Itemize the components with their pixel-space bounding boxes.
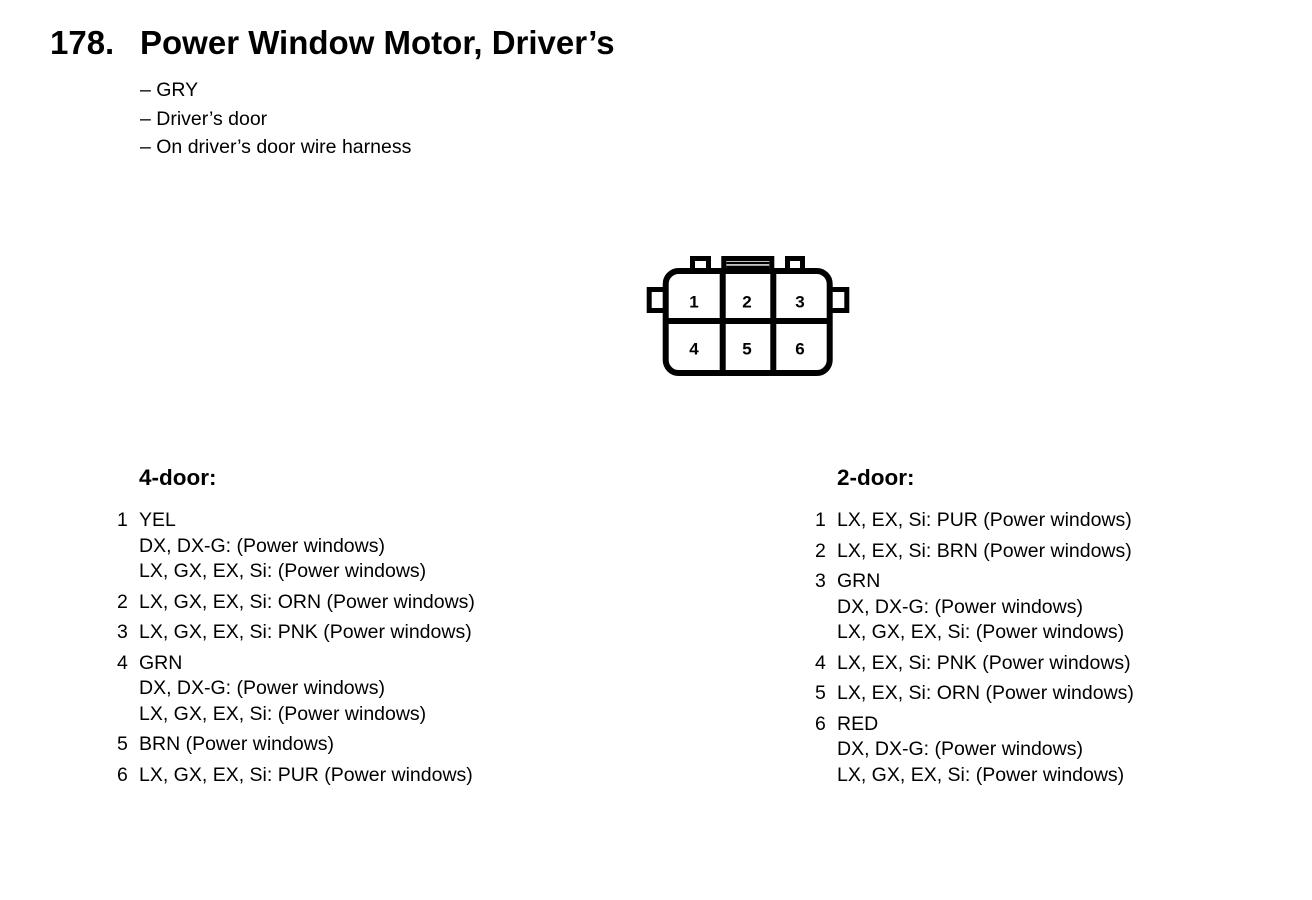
pin-number: 4 bbox=[815, 651, 826, 674]
pin-label-4: 4 bbox=[689, 340, 699, 359]
pin-entry: 4 GRN DX, DX-G: (Power windows) LX, GX, … bbox=[117, 651, 617, 728]
entry-lines: LX, EX, Si: PNK (Power windows) bbox=[837, 651, 1131, 677]
wire-spec-line: LX, EX, Si: PNK (Power windows) bbox=[837, 651, 1131, 674]
wire-spec-line: LX, GX, EX, Si: (Power windows) bbox=[837, 763, 1125, 786]
pin-entry: 1 LX, EX, Si: PUR (Power windows) bbox=[815, 508, 1312, 534]
wire-spec-line: LX, GX, EX, Si: ORN (Power windows) bbox=[139, 590, 475, 613]
entry-lines: RED DX, DX-G: (Power windows) LX, GX, EX… bbox=[837, 712, 1124, 789]
pin-entry: 3 GRN DX, DX-G: (Power windows) LX, GX, … bbox=[815, 569, 1312, 646]
column-heading: 4-door: bbox=[139, 465, 217, 490]
pin-label-6: 6 bbox=[795, 340, 804, 359]
page-header: 178. Power Window Motor, Driver’s bbox=[50, 24, 615, 62]
note-line: – Driver’s door bbox=[140, 107, 268, 130]
entry-lines: LX, GX, EX, Si: ORN (Power windows) bbox=[139, 590, 475, 616]
note-line: – On driver’s door wire harness bbox=[140, 136, 412, 158]
wire-spec-line: GRN bbox=[139, 651, 183, 674]
wire-spec-line: DX, DX-G: (Power windows) bbox=[139, 677, 385, 699]
wire-spec-line: GRN bbox=[837, 570, 881, 592]
wire-spec-line: LX, GX, EX, Si: PNK (Power windows) bbox=[139, 621, 472, 643]
pin-label-5: 5 bbox=[742, 340, 751, 359]
wire-spec-line: LX, EX, Si: BRN (Power windows) bbox=[837, 539, 1132, 562]
entry-lines: LX, EX, Si: BRN (Power windows) bbox=[837, 539, 1132, 565]
pin-number: 3 bbox=[117, 621, 128, 643]
pin-entry: 5 LX, EX, Si: ORN (Power windows) bbox=[815, 681, 1312, 707]
entry-lines: LX, GX, EX, Si: PNK (Power windows) bbox=[139, 620, 472, 646]
pin-number: 1 bbox=[117, 509, 128, 531]
wire-spec-line: LX, GX, EX, Si: (Power windows) bbox=[139, 702, 427, 725]
pin-entry: 6 LX, GX, EX, Si: PUR (Power windows) bbox=[117, 763, 617, 789]
pin-entry: 4 LX, EX, Si: PNK (Power windows) bbox=[815, 651, 1312, 677]
entry-lines: GRN DX, DX-G: (Power windows) LX, GX, EX… bbox=[837, 569, 1124, 646]
pin-number: 4 bbox=[117, 651, 128, 674]
wire-spec-line: DX, DX-G: (Power windows) bbox=[139, 534, 385, 557]
item-number: 178. bbox=[50, 24, 115, 61]
entry-lines: LX, EX, Si: PUR (Power windows) bbox=[837, 508, 1132, 534]
pin-number: 5 bbox=[117, 733, 128, 755]
pin-number: 1 bbox=[815, 509, 826, 531]
pin-entry: 2 LX, EX, Si: BRN (Power windows) bbox=[815, 539, 1312, 565]
pin-number: 5 bbox=[815, 682, 826, 704]
pin-entry: 1 YEL DX, DX-G: (Power windows) LX, GX, … bbox=[117, 508, 617, 585]
pin-entry: 2 LX, GX, EX, Si: ORN (Power windows) bbox=[117, 590, 617, 616]
wire-spec-line: LX, GX, EX, Si: (Power windows) bbox=[139, 560, 427, 582]
pin-number: 6 bbox=[815, 712, 826, 735]
pin-label-1: 1 bbox=[689, 293, 698, 312]
entry-lines: LX, EX, Si: ORN (Power windows) bbox=[837, 681, 1134, 707]
wire-spec-line: YEL bbox=[139, 509, 176, 531]
wire-spec-line: LX, EX, Si: PUR (Power windows) bbox=[837, 509, 1132, 531]
connector-diagram: 1 2 3 4 5 6 bbox=[640, 244, 856, 380]
page-title: Power Window Motor, Driver’s bbox=[140, 24, 615, 61]
pin-number: 3 bbox=[815, 570, 826, 592]
pin-entry: 6 RED DX, DX-G: (Power windows) LX, GX, … bbox=[815, 712, 1312, 789]
column-heading: 2-door: bbox=[837, 465, 915, 490]
pin-number: 2 bbox=[815, 539, 826, 562]
wire-spec-line: LX, GX, EX, Si: (Power windows) bbox=[837, 621, 1125, 643]
connector-notes: – GRY – Driver’s door – On driver’s door… bbox=[140, 76, 411, 162]
entry-lines: GRN DX, DX-G: (Power windows) LX, GX, EX… bbox=[139, 651, 426, 728]
entry-lines: YEL DX, DX-G: (Power windows) LX, GX, EX… bbox=[139, 508, 426, 585]
connector-drawing-svg: 1 2 3 4 5 6 bbox=[646, 256, 850, 376]
column-4door: 4-door: 1 YEL DX, DX-G: (Power windows) … bbox=[117, 464, 617, 788]
pin-entry: 3 LX, GX, EX, Si: PNK (Power windows) bbox=[117, 620, 617, 646]
pin-number: 2 bbox=[117, 590, 128, 613]
pin-number: 6 bbox=[117, 763, 128, 786]
entry-lines: LX, GX, EX, Si: PUR (Power windows) bbox=[139, 763, 473, 789]
note-line: – GRY bbox=[140, 79, 199, 101]
pin-label-3: 3 bbox=[795, 293, 804, 312]
pin-label-2: 2 bbox=[742, 293, 751, 312]
pin-entry: 5 BRN (Power windows) bbox=[117, 732, 617, 758]
wire-spec-line: DX, DX-G: (Power windows) bbox=[837, 595, 1083, 618]
wire-spec-line: DX, DX-G: (Power windows) bbox=[837, 738, 1083, 760]
wire-spec-line: LX, GX, EX, Si: PUR (Power windows) bbox=[139, 763, 473, 786]
entry-lines: BRN (Power windows) bbox=[139, 732, 334, 758]
wire-spec-line: BRN (Power windows) bbox=[139, 733, 335, 755]
wire-spec-line: RED bbox=[837, 712, 879, 735]
wire-spec-line: LX, EX, Si: ORN (Power windows) bbox=[837, 682, 1134, 704]
column-2door: 2-door: 1 LX, EX, Si: PUR (Power windows… bbox=[815, 464, 1312, 788]
